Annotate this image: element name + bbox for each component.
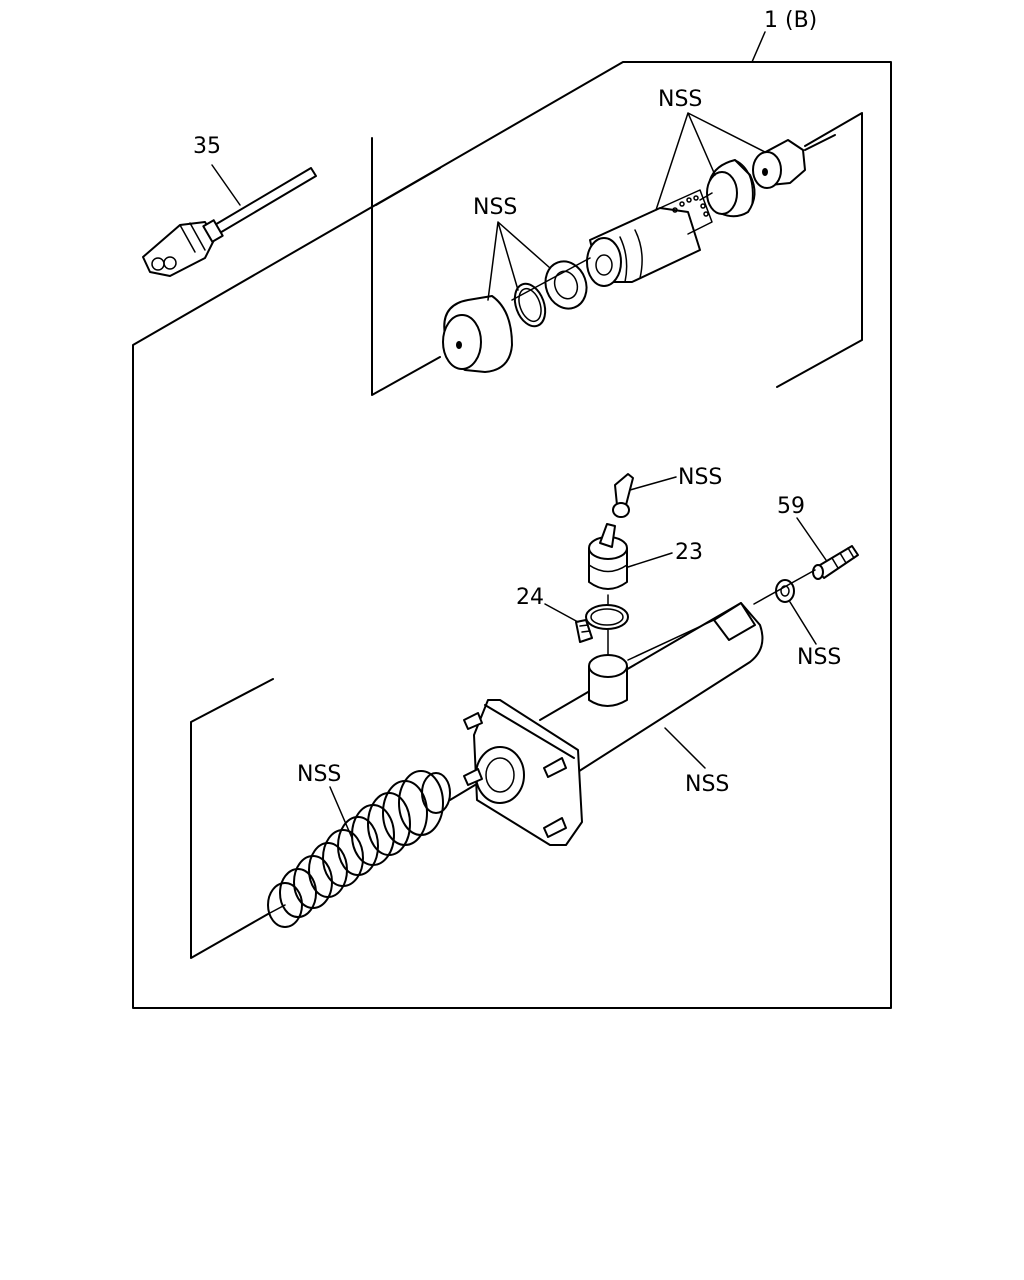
end-cap-part — [752, 134, 836, 189]
label-clamp: 24 — [516, 585, 544, 610]
bleeder-pin-part — [612, 473, 634, 518]
assembly-frame — [132, 61, 892, 1009]
label-pushrod: 35 — [193, 134, 221, 159]
leader-washer — [789, 601, 817, 645]
upper-axis-line — [511, 192, 713, 301]
label-reservoir: 23 — [675, 540, 703, 565]
bleeder-screw-part — [812, 545, 859, 580]
piston-part — [586, 189, 713, 287]
leader-bleeder-pin — [629, 476, 677, 491]
leader-assembly — [751, 31, 766, 63]
boot-part — [267, 770, 476, 928]
piston-cup-part — [442, 295, 513, 373]
rear-cup-part — [706, 159, 756, 218]
leader-seal-group — [487, 221, 551, 301]
reservoir-part — [588, 523, 628, 590]
snap-ring-part — [513, 282, 547, 328]
leader-bleeder-screw — [796, 517, 827, 561]
label-assembly: 1 (B) — [764, 8, 817, 33]
leader-reservoir — [627, 552, 673, 568]
label-washer: NSS — [797, 645, 841, 670]
leader-clamp — [544, 603, 579, 623]
label-piston-group: NSS — [658, 87, 702, 112]
leader-piston-group — [655, 112, 766, 211]
label-body: NSS — [685, 772, 729, 797]
lower-axis-line — [267, 569, 816, 915]
hose-clamp-part — [575, 604, 629, 643]
body-group-bracket — [190, 678, 274, 959]
leader-boot — [329, 786, 353, 839]
pushrod-part — [142, 167, 317, 277]
label-bleeder-screw: 59 — [777, 494, 805, 519]
leader-pushrod — [211, 164, 241, 206]
cylinder-body-part — [463, 602, 764, 846]
label-bleeder-pin: NSS — [678, 465, 722, 490]
seal-ring-part — [544, 260, 588, 310]
leader-body — [664, 727, 706, 769]
label-seal-group: NSS — [473, 195, 517, 220]
label-boot: NSS — [297, 762, 341, 787]
piston-group-bracket — [371, 112, 863, 396]
